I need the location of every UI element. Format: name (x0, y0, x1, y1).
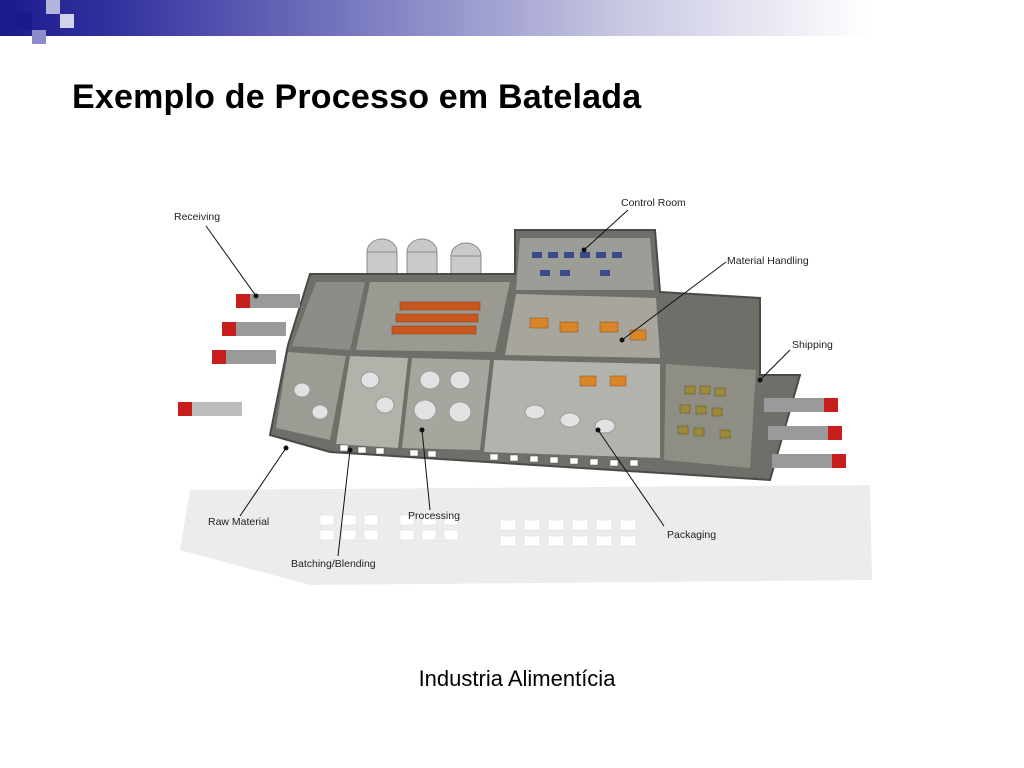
floor-batching (336, 356, 408, 448)
plant-illustration: Receiving Control Room Material Handling… (160, 190, 872, 590)
decor-square-light (46, 0, 60, 14)
conveyors (529, 317, 647, 387)
process-tanks (293, 370, 616, 434)
receiving-trucks (178, 294, 300, 416)
control-consoles (532, 252, 622, 276)
figure-caption: Industria Alimentícia (418, 666, 616, 691)
pallets (677, 385, 731, 439)
label-processing: Processing (408, 510, 460, 522)
warehouse-racks (391, 301, 481, 335)
floor-shipping (664, 364, 756, 468)
label-packaging: Packaging (667, 529, 716, 541)
decor-square-dark (14, 12, 32, 30)
floor-packaging (484, 360, 660, 458)
floor-material-handling (505, 294, 660, 358)
label-control-room: Control Room (621, 197, 686, 209)
header-gradient-band (0, 0, 1024, 36)
floor-raw-material (276, 352, 346, 440)
floor-receiving (292, 282, 365, 350)
slide-title: Exemplo de Processo em Batelada (72, 78, 642, 116)
window-reflections (319, 514, 637, 547)
label-raw-material: Raw Material (208, 516, 269, 528)
decor-square-light (60, 14, 74, 28)
floor-processing (402, 358, 490, 450)
floor-control-room (516, 238, 654, 290)
silos (366, 238, 482, 279)
label-batching-blending: Batching/Blending (291, 558, 376, 570)
label-receiving: Receiving (174, 211, 220, 223)
front-wall-windows (339, 444, 639, 467)
ground-shadow (180, 485, 872, 585)
decor-square-light (32, 30, 46, 44)
label-shipping: Shipping (792, 339, 833, 351)
label-material-handling: Material Handling (727, 255, 809, 267)
leader-lines (205, 209, 791, 557)
plant-diagram-svg: Receiving Control Room Material Handling… (174, 197, 872, 585)
shipping-trucks (764, 398, 846, 468)
